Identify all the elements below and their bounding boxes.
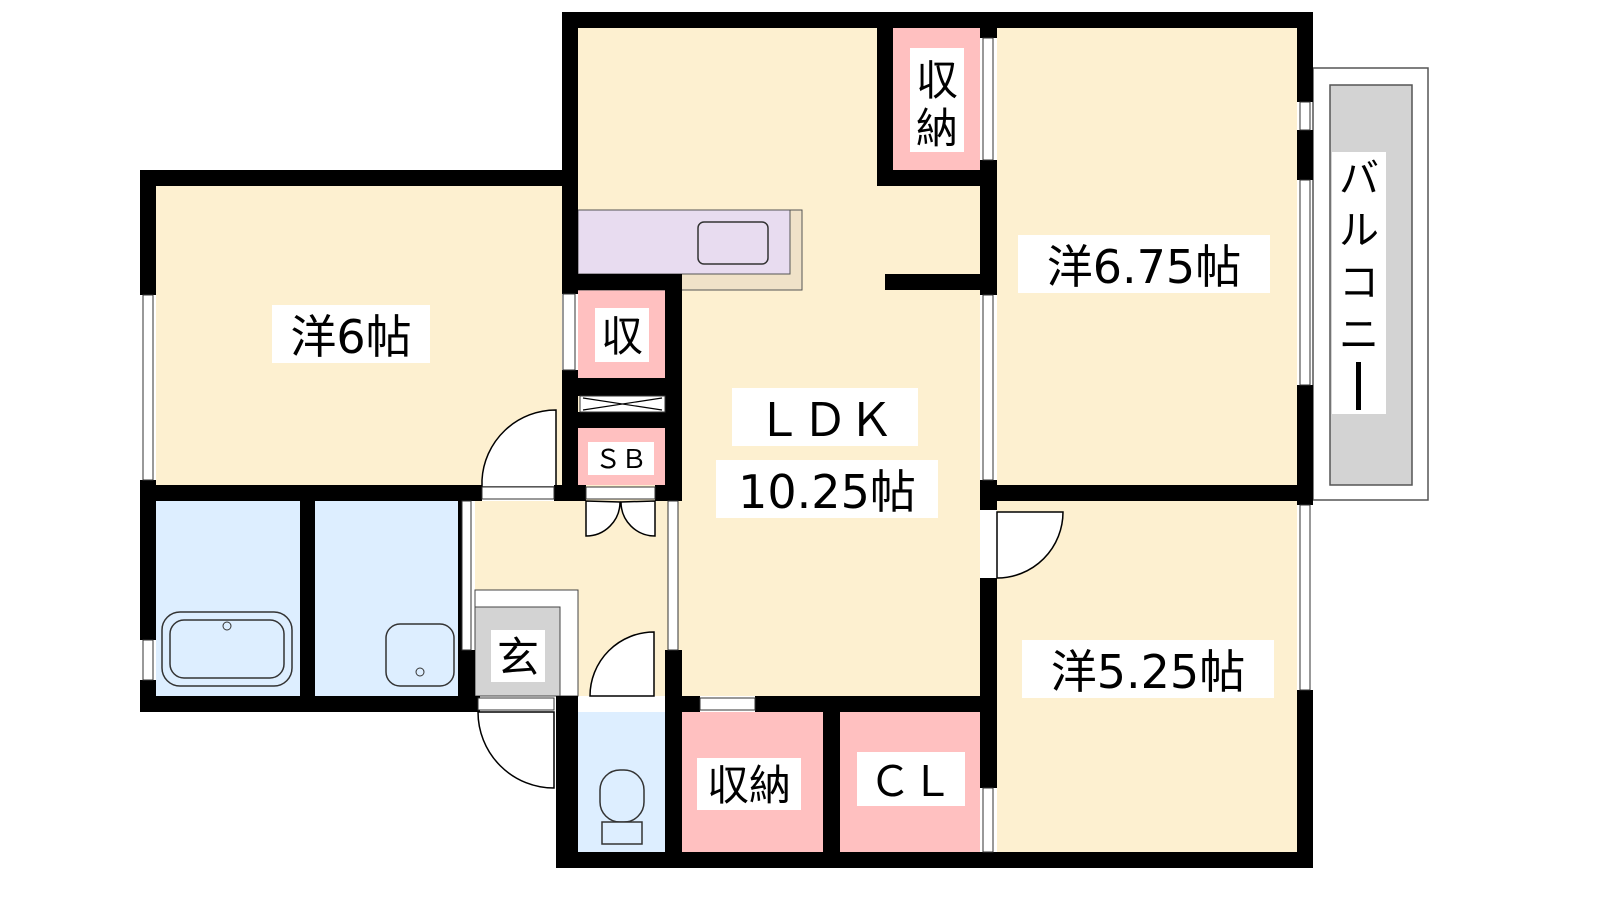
washbasin-icon <box>385 623 455 687</box>
label-western-6: 洋6帖 <box>290 310 411 364</box>
label-shoe-box: ＳＢ <box>595 445 647 475</box>
sb-door[interactable] <box>585 500 621 537</box>
sb-door[interactable] <box>620 500 656 537</box>
label-entrance: 玄 <box>497 633 539 682</box>
label-storage-top-1: 収 <box>916 56 958 105</box>
toilet-tank <box>601 821 643 845</box>
room-labels: 洋6帖 洋6.75帖 洋5.25帖 ＬＤＫ 10.25帖 収 納 収 ＳＢ 玄 … <box>272 48 1386 810</box>
label-balcony-2: ル <box>1339 208 1379 254</box>
label-ldk: ＬＤＫ <box>756 393 894 447</box>
label-storage-small: 収 <box>601 312 643 361</box>
door-swing[interactable] <box>589 631 655 697</box>
walls <box>140 12 1313 868</box>
front-door-swing[interactable] <box>477 711 555 789</box>
drain-icon <box>222 621 232 631</box>
washbasin-drain <box>415 667 425 677</box>
toilet-icon <box>599 769 645 823</box>
bathtub-inner <box>169 619 285 679</box>
door-swing[interactable] <box>481 409 557 488</box>
label-western-675: 洋6.75帖 <box>1047 240 1241 294</box>
label-balcony-3: コ <box>1339 260 1379 306</box>
bathtub-icon <box>161 611 293 687</box>
doors <box>477 409 1064 789</box>
label-balcony-4: ニ <box>1339 312 1379 358</box>
label-balcony-1: バ <box>1339 156 1379 202</box>
label-western-525: 洋5.25帖 <box>1051 645 1245 699</box>
label-storage-bottom: 収納 <box>707 761 791 810</box>
label-balcony-5 <box>1356 362 1361 410</box>
label-ldk-size: 10.25帖 <box>738 465 916 519</box>
label-closet: ＣＬ <box>869 757 953 806</box>
door-swing[interactable] <box>996 511 1064 579</box>
windows <box>142 37 1311 853</box>
sb-x-mark <box>582 397 663 411</box>
sink-icon <box>697 221 769 265</box>
label-storage-top-2: 納 <box>916 104 958 153</box>
